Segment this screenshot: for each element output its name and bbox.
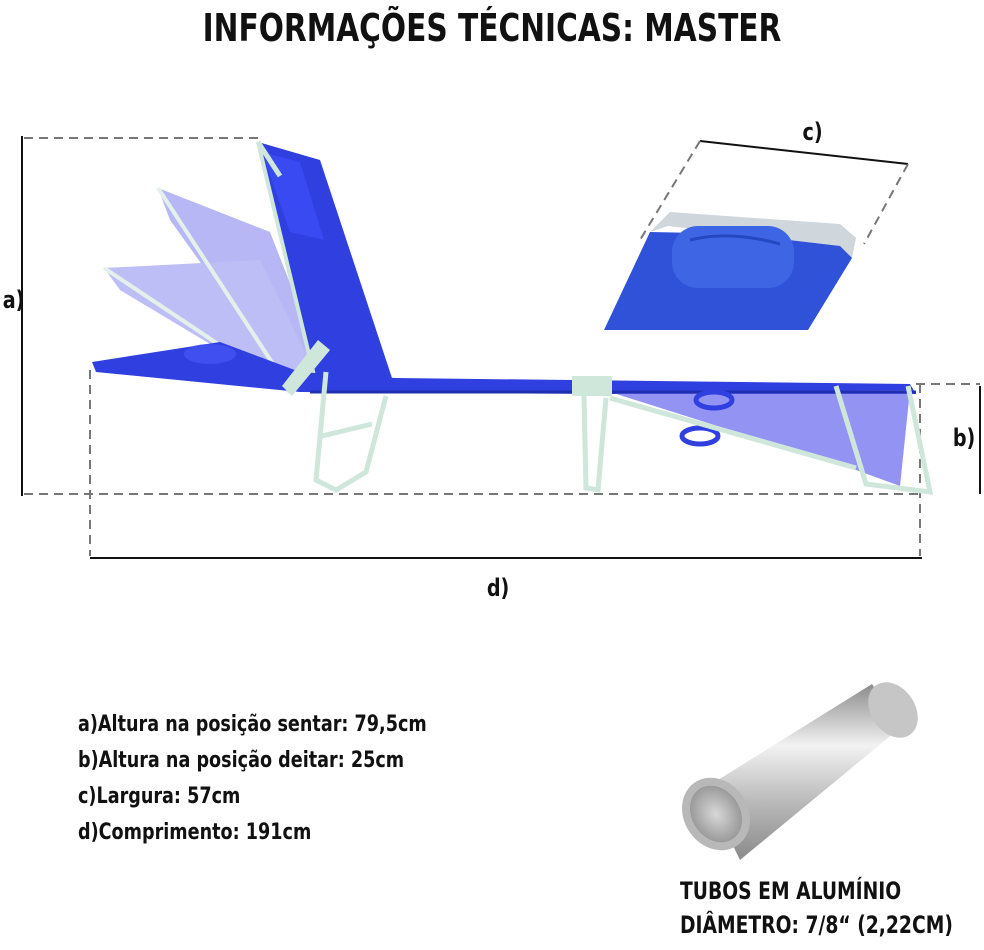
spec-item-height-lying: b)Altura na posição deitar: 25cm xyxy=(78,748,405,773)
dimension-label-d: d) xyxy=(486,574,510,602)
aluminum-tube-icon xyxy=(682,682,918,860)
spec-item-length: d)Comprimento: 191cm xyxy=(78,820,312,845)
dimension-label-b: b) xyxy=(952,424,976,452)
spec-list: a)Altura na posição sentar: 79,5cm b)Alt… xyxy=(78,707,514,851)
dimension-d-guide xyxy=(89,370,922,559)
page-title: INFORMAÇÕES TÉCNICAS: MASTER xyxy=(202,6,782,50)
chair-body xyxy=(282,340,916,486)
chair-legs xyxy=(313,371,934,495)
tube-material: TUBOS EM ALUMÍNIO xyxy=(680,877,902,905)
headrest-inset xyxy=(604,140,909,330)
dimension-label-a: a) xyxy=(2,286,25,314)
dimension-label-c: c) xyxy=(802,118,823,146)
backrest-upright xyxy=(255,140,392,393)
dimension-a-guide xyxy=(21,136,920,496)
spec-item-height-sitting: a)Altura na posição sentar: 79,5cm xyxy=(78,712,427,737)
backrest-flat xyxy=(92,342,300,392)
dimension-b-guide xyxy=(916,383,981,494)
tube-caption: TUBOS EM ALUMÍNIO DIÂMETRO: 7/8“ (2,22CM… xyxy=(680,874,984,942)
spec-item-width: c)Largura: 57cm xyxy=(78,784,241,809)
tube-diameter: DIÂMETRO: 7/8“ (2,22CM) xyxy=(680,911,953,939)
